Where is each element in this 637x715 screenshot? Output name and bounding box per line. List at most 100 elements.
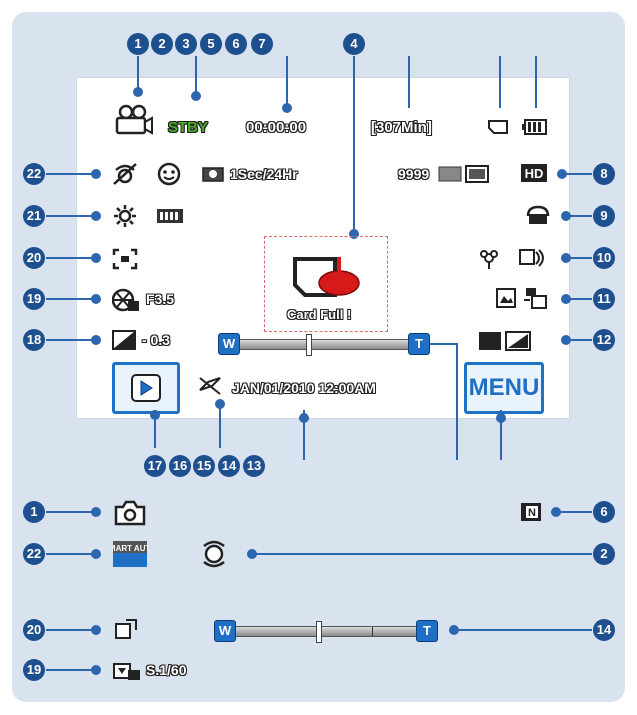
play-icon — [131, 374, 161, 402]
callout-9: 9 — [593, 205, 615, 227]
callout-22-lower: 22 — [23, 543, 45, 565]
memory-card-icon — [488, 120, 508, 134]
leader-line — [566, 257, 592, 259]
leader-dot — [91, 211, 101, 221]
leader-line — [46, 629, 96, 631]
hd-quality-icon: HD — [521, 164, 547, 182]
face-detection-icon — [157, 162, 181, 186]
callout-10: 10 — [593, 247, 615, 269]
card-full-icon — [293, 257, 360, 297]
callout-20: 20 — [23, 247, 45, 269]
zoom-tele-button-lower[interactable]: T — [416, 620, 438, 642]
leader-line — [353, 56, 355, 234]
callout-1-photo: 1 — [23, 501, 45, 523]
leader-line — [566, 215, 592, 217]
date-time: JAN/01/2010 12:00AM — [232, 380, 376, 396]
zoom-tele-button[interactable]: T — [408, 333, 430, 355]
white-balance-icon — [114, 205, 136, 227]
leader-line — [46, 339, 96, 341]
callout-12: 12 — [593, 329, 615, 351]
quality-icon — [526, 205, 550, 224]
callout-2-lower: 2 — [593, 543, 615, 565]
shutter-icon — [113, 663, 140, 680]
macro-icon — [480, 250, 498, 269]
zoom-bar-lower[interactable]: W T — [214, 620, 438, 643]
callout-18: 18 — [23, 329, 45, 351]
photo-camera-icon — [114, 500, 146, 526]
callout-14: 14 — [218, 455, 240, 477]
leader-line — [154, 410, 156, 448]
zoom-knob[interactable] — [305, 334, 312, 356]
leader-dot — [91, 549, 101, 559]
leader-line — [46, 669, 96, 671]
menu-button[interactable]: MENU — [464, 362, 544, 414]
callout-8: 8 — [593, 163, 615, 185]
zoom-wide-button[interactable]: W — [218, 333, 240, 355]
leader-dot — [215, 399, 225, 409]
leader-dot — [91, 335, 101, 345]
leader-line — [499, 56, 501, 108]
leader-dot — [91, 625, 101, 635]
leader-line — [46, 298, 96, 300]
interval-value: 1Sec/24Hr — [230, 166, 298, 182]
callout-19-lower: 19 — [23, 659, 45, 681]
callout-22: 22 — [23, 163, 45, 185]
card-full-warning: Card Full ! — [264, 236, 388, 332]
zoom-wide-button-lower[interactable]: W — [214, 620, 236, 642]
callout-11: 11 — [593, 288, 615, 310]
callout-7: 7 — [251, 33, 273, 55]
leader-line — [566, 339, 592, 341]
camcorder-icon — [115, 104, 153, 135]
smart-auto-icon: SMART AUTO — [112, 541, 148, 567]
leader-line — [456, 343, 458, 460]
leader-dot — [282, 103, 292, 113]
smart-auto-top: SMART AUTO — [112, 544, 148, 553]
svg-text:N: N — [528, 507, 536, 519]
playback-button[interactable] — [112, 362, 180, 414]
zoom-tick — [371, 627, 373, 636]
callout-16: 16 — [169, 455, 191, 477]
exposure-icon — [112, 330, 136, 350]
callout-2: 2 — [151, 33, 173, 55]
image-size-icon — [438, 165, 489, 183]
focus-icon — [112, 248, 138, 270]
aperture-value: F3.5 — [146, 291, 175, 307]
leader-line — [566, 298, 592, 300]
anti-shake-icon — [203, 540, 225, 568]
leader-line — [286, 56, 288, 108]
leader-line — [46, 553, 96, 555]
remaining-time: [307Min] — [371, 119, 432, 136]
zoom-knob-lower[interactable] — [315, 621, 322, 643]
callout-4: 4 — [343, 33, 365, 55]
time-lapse-icon — [202, 167, 224, 182]
leader-line — [535, 56, 537, 108]
callout-19: 19 — [23, 288, 45, 310]
leader-line — [562, 173, 592, 175]
callout-21: 21 — [23, 205, 45, 227]
zoom-bar[interactable]: W T — [218, 333, 430, 356]
leader-line — [195, 56, 197, 96]
leader-line — [556, 511, 592, 513]
leader-dot — [91, 294, 101, 304]
leader-dot — [91, 169, 101, 179]
leader-line — [303, 410, 305, 460]
leader-dot — [349, 229, 359, 239]
leader-dot — [299, 413, 309, 423]
leader-line — [46, 257, 96, 259]
leader-dot — [191, 91, 201, 101]
leader-dot — [91, 665, 101, 675]
leader-dot — [91, 253, 101, 263]
leader-line — [137, 56, 139, 92]
leader-dot — [91, 507, 101, 517]
callout-17: 17 — [144, 455, 166, 477]
wind-cut-icon — [519, 249, 544, 267]
callout-15: 15 — [193, 455, 215, 477]
demo-icon — [199, 377, 221, 395]
anti-shake-off-icon — [113, 163, 137, 185]
leader-dot — [133, 87, 143, 97]
shutter-value: S.1/60 — [146, 662, 187, 678]
zoom-track — [238, 334, 410, 356]
leader-line — [252, 553, 592, 555]
callout-6: 6 — [225, 33, 247, 55]
